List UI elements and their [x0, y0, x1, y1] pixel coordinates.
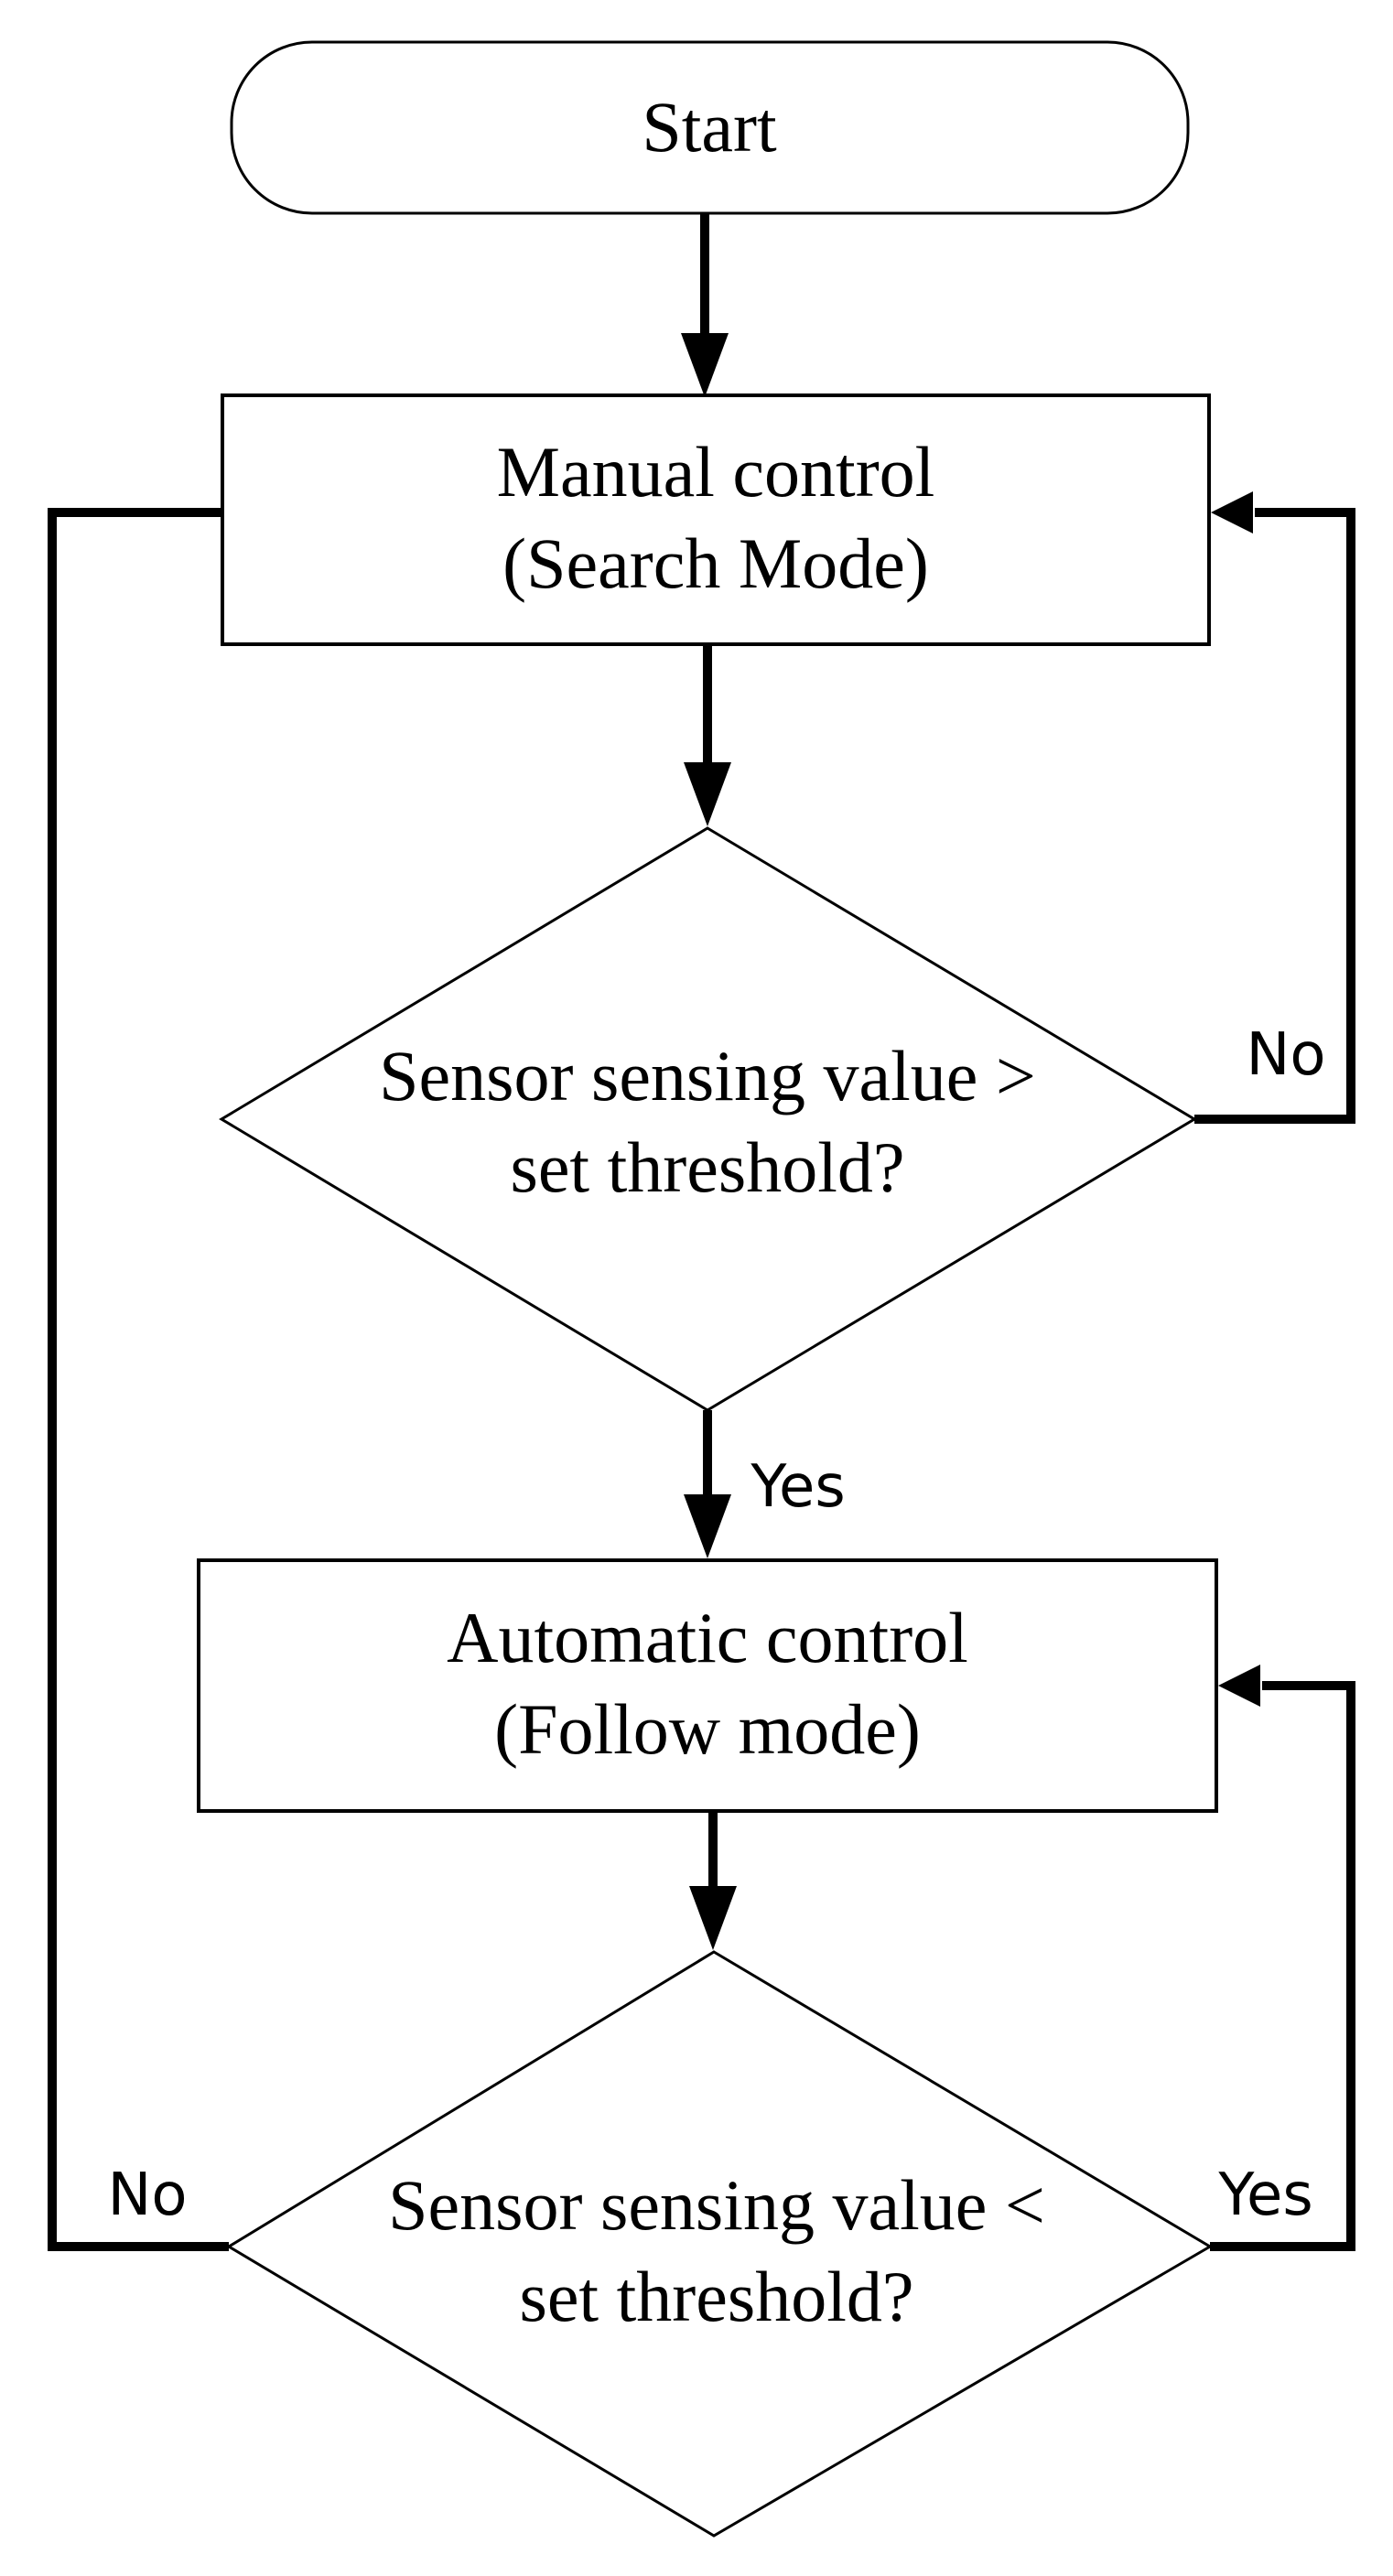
decision1-no-label: No — [1246, 1021, 1326, 1089]
edge-decision1-no-loop — [1194, 491, 1355, 1124]
arrowhead-left-icon — [1218, 1665, 1260, 1707]
decision2-label: Sensor sensing value < set threshold? — [388, 2165, 1045, 2336]
start-label: Start — [642, 87, 777, 167]
arrowhead-down-icon — [681, 333, 729, 397]
edge-auto-to-decision2 — [689, 1811, 737, 1950]
manual-control-label: Manual control (Search Mode) — [496, 432, 935, 603]
arrowhead-down-icon — [684, 762, 731, 826]
edge-decision2-no-loop — [48, 491, 268, 2251]
automatic-control-shape — [197, 1558, 1218, 1813]
edge-start-to-manual — [681, 213, 729, 397]
arrowhead-down-icon — [689, 1886, 737, 1950]
decision2-diamond-shape — [226, 1950, 1213, 2538]
arrowhead-down-icon — [684, 1494, 731, 1558]
manual-control-shape — [221, 393, 1211, 646]
edge-manual-to-decision1 — [684, 644, 731, 826]
start-terminator-shape — [230, 40, 1190, 215]
decision2-no-label: No — [107, 2161, 188, 2229]
edge-decision2-yes-loop — [1210, 1665, 1355, 2251]
decision1-diamond-shape — [219, 826, 1197, 1412]
decision1-label: Sensor sensing value > set threshold? — [379, 1036, 1036, 1207]
decision2-yes-label: Yes — [1218, 2161, 1313, 2229]
arrowhead-left-icon — [1211, 491, 1253, 534]
automatic-control-label: Automatic control (Follow mode) — [447, 1598, 968, 1769]
decision1-yes-label: Yes — [750, 1453, 846, 1521]
edge-decision1-yes-to-auto — [684, 1410, 731, 1558]
